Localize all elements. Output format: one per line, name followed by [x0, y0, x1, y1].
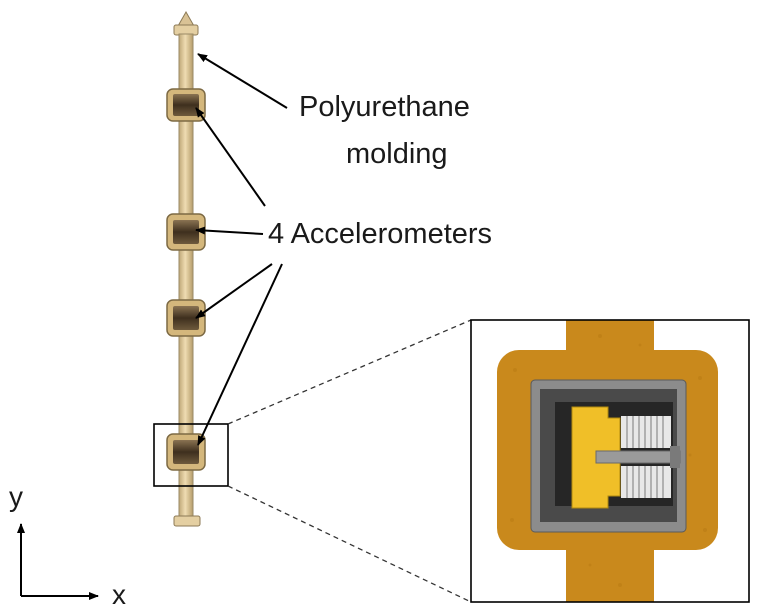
- cantilever-beam: [595, 450, 681, 464]
- inset-border: [470, 319, 750, 603]
- highlight-box: [153, 423, 229, 487]
- beam-anchor: [670, 446, 680, 468]
- label-molding-line1: Polyurethane: [299, 91, 470, 123]
- top-cap: [177, 10, 195, 27]
- zoom-line-bottom: [227, 485, 472, 603]
- accelerometer-1: [166, 88, 206, 122]
- label-molding-line2: molding: [346, 138, 448, 170]
- bottom-foot: [173, 515, 201, 527]
- arrow-molding: [197, 53, 288, 109]
- annotation-arrows: [195, 53, 288, 446]
- spring-lower: [621, 466, 671, 498]
- arrow-accel-1: [195, 107, 266, 207]
- x-axis-label: x: [112, 579, 126, 610]
- zoom-line-top: [227, 319, 472, 425]
- y-axis-label: y: [9, 481, 23, 512]
- accelerometer-3: [166, 299, 206, 337]
- arrow-accel-4: [197, 263, 283, 446]
- accelerometer-2: [166, 213, 206, 251]
- zoom-inset: [470, 319, 750, 603]
- label-accelerometers: 4 Accelerometers: [268, 218, 492, 250]
- axis-indicator: y x: [9, 481, 126, 610]
- spring-upper: [621, 416, 671, 448]
- accelerometer-4: [166, 433, 206, 471]
- molding-texture: [510, 334, 707, 587]
- sensor-string: [166, 10, 206, 527]
- arrow-accel-3: [195, 263, 273, 319]
- arrow-accel-2: [195, 226, 264, 235]
